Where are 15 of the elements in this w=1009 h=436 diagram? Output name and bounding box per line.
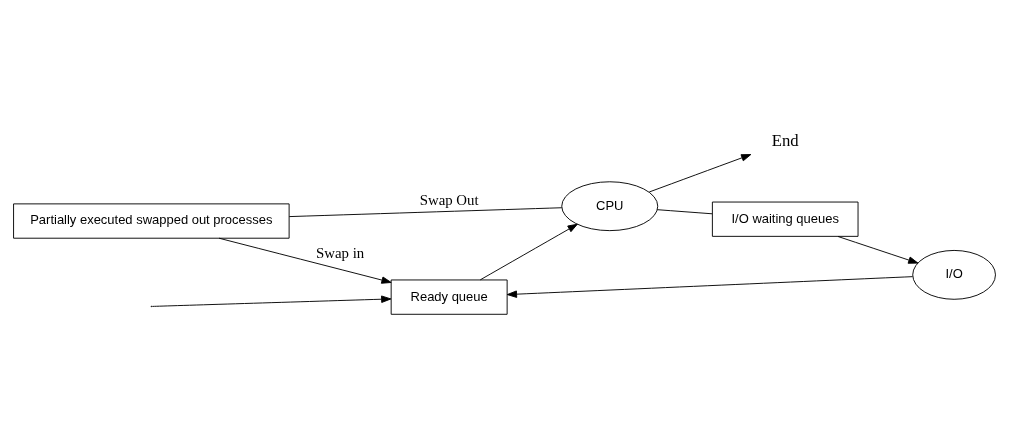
- arrow: [837, 235, 919, 264]
- arrow: [151, 295, 392, 307]
- node-text: End: [771, 130, 799, 150]
- node-box: Partially executed swapped out processes: [13, 202, 290, 239]
- arrow: [506, 275, 914, 298]
- edge-label: Swap Out: [419, 191, 479, 208]
- node-box: Ready queue: [390, 279, 508, 315]
- arrow: [479, 223, 578, 280]
- arrow: [648, 153, 752, 192]
- connector: [656, 208, 713, 214]
- node-ellipse: I/O: [912, 249, 996, 300]
- node-box: I/O waiting queues: [711, 201, 859, 237]
- edge-label: Swap in: [316, 244, 365, 261]
- arrow: [218, 237, 392, 284]
- connector: [288, 206, 563, 217]
